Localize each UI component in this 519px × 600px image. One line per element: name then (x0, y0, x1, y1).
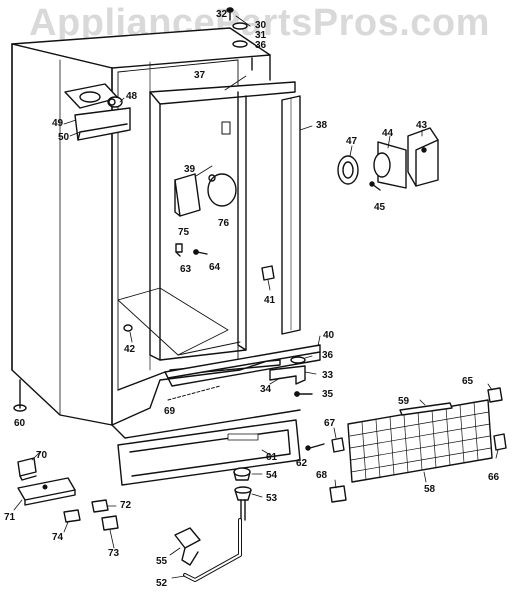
part-label-48: 48 (126, 91, 138, 102)
part-label-54: 54 (266, 470, 278, 481)
timer-motor (373, 141, 407, 189)
part-label-36: 36 (322, 350, 334, 361)
part-label-32: 32 (216, 9, 228, 20)
bottom-rail (164, 344, 321, 387)
part-label-31: 31 (255, 30, 267, 41)
part-label-69: 69 (164, 406, 176, 417)
part-label-43: 43 (416, 120, 428, 131)
door-strip (281, 95, 301, 335)
part-label-72: 72 (120, 500, 132, 511)
part-label-39: 39 (184, 164, 196, 175)
part-label-61: 61 (266, 452, 278, 463)
part-label-59: 59 (398, 396, 410, 407)
shelf-bracket (64, 83, 131, 141)
part-label-47: 47 (346, 136, 358, 147)
part-label-30: 30 (255, 20, 267, 31)
clip-65 (487, 387, 503, 403)
part-73 (101, 515, 119, 531)
part-label-36-top: 36 (255, 40, 267, 51)
knob-48 (107, 96, 123, 108)
defrost-timer (337, 155, 359, 185)
part-label-44: 44 (382, 128, 394, 139)
part-label-45: 45 (374, 202, 386, 213)
part-label-65: 65 (462, 376, 474, 387)
screw-62 (305, 443, 325, 451)
part-72 (91, 499, 109, 513)
grille-58 (347, 399, 493, 483)
light-housing (174, 173, 237, 217)
plug-42 (123, 324, 133, 332)
part-label-71: 71 (4, 512, 16, 523)
part-label-70: 70 (36, 450, 48, 461)
screw-64 (193, 249, 208, 255)
part-label-49: 49 (52, 118, 64, 129)
washer-30 (232, 22, 248, 30)
part-label-50: 50 (58, 132, 70, 143)
washer-36-top (232, 40, 248, 48)
cap-54 (233, 467, 251, 481)
hinge-33 (269, 365, 306, 385)
part-label-66: 66 (488, 472, 500, 483)
screw-32 (226, 7, 234, 21)
fitting-53 (234, 486, 252, 521)
clip-67 (331, 437, 345, 453)
part-label-62: 62 (296, 458, 308, 469)
drain-tube-52 (183, 518, 242, 582)
part-label-40: 40 (323, 330, 335, 341)
leveling-leg-60 (13, 379, 27, 412)
part-labels: 32 30 31 36 37 38 48 49 50 43 44 47 45 3… (4, 9, 500, 589)
part-label-53: 53 (266, 493, 278, 504)
screw-45 (369, 181, 381, 191)
part-label-76: 76 (218, 218, 230, 229)
part-74 (63, 509, 81, 523)
leader-lines (13, 15, 499, 579)
part-label-52: 52 (156, 578, 168, 589)
part-label-75: 75 (178, 227, 190, 238)
part-70 (17, 457, 37, 481)
timer-bracket (407, 127, 439, 187)
part-label-37: 37 (194, 70, 206, 81)
part-label-34: 34 (260, 384, 272, 395)
part-label-58: 58 (424, 484, 436, 495)
part-label-63: 63 (180, 264, 192, 275)
part-label-33: 33 (322, 370, 334, 381)
part-label-68: 68 (316, 470, 328, 481)
handle-59 (399, 402, 453, 416)
plate-71 (17, 477, 76, 506)
small-part-63 (175, 243, 183, 257)
part-label-55: 55 (156, 556, 168, 567)
clip-41 (261, 265, 275, 281)
part-label-74: 74 (52, 532, 64, 543)
part-label-35: 35 (322, 389, 334, 400)
part-label-64: 64 (209, 262, 221, 273)
washer-36 (290, 356, 306, 364)
part-label-42: 42 (124, 344, 136, 355)
bracket-55 (174, 527, 201, 566)
clip-66 (493, 433, 507, 451)
part-label-38: 38 (316, 120, 328, 131)
screw-35 (294, 391, 313, 397)
kickplate-61 (117, 419, 301, 486)
part-label-73: 73 (108, 548, 120, 559)
part-label-41: 41 (264, 295, 276, 306)
part-label-60: 60 (14, 418, 26, 429)
part-label-67: 67 (324, 418, 336, 429)
clip-68 (329, 485, 347, 503)
